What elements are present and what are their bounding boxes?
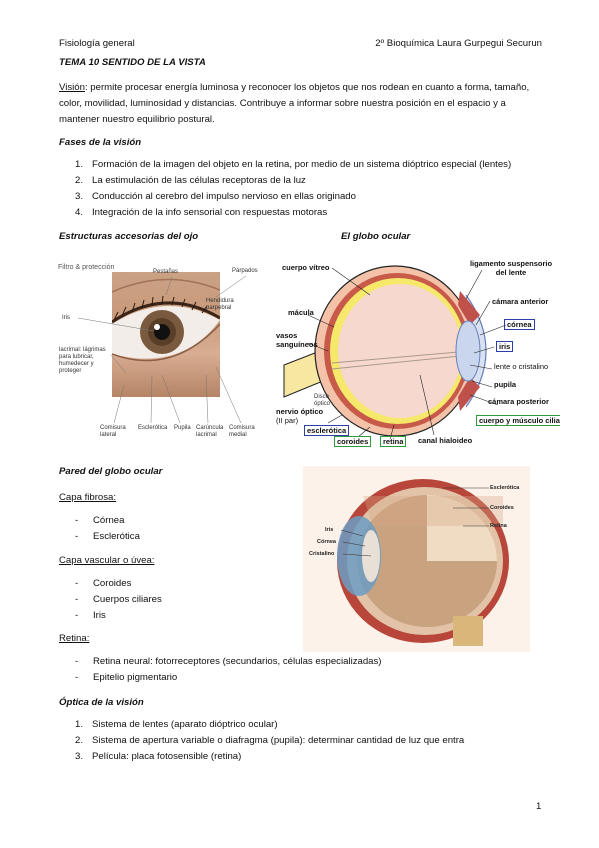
label-parpados: Párpados: [232, 268, 258, 274]
list-item: 1.Formación de la imagen del objeto en l…: [75, 159, 512, 170]
intro-text: : permite procesar energía luminosa y re…: [59, 82, 530, 125]
capa-vascular-title: Capa vascular o úvea:: [59, 555, 155, 566]
cutaway-label-iris: Iris: [325, 527, 334, 533]
label-comisura-medial: Comisura medial: [229, 425, 255, 438]
label-iris: iris: [496, 341, 514, 352]
figure-title: Filtro & protección: [58, 264, 115, 271]
list-item: Esclerótica: [59, 529, 319, 545]
list-item: 3.Conducción al cerebro del impulso nerv…: [75, 191, 356, 202]
label-pestanas: Pestañas: [153, 269, 179, 275]
capa-fibrosa-title: Capa fibrosa:: [59, 492, 117, 503]
label-esclerotica: esclerótica: [304, 425, 350, 436]
eye-photo-figure: Filtro & protección Pestañas Párpados He…: [56, 255, 270, 442]
eyeball-diagram: cuerpo vítreo ligamento suspensorio del …: [270, 255, 560, 450]
page-number: 1: [536, 801, 542, 812]
fases-list: 1.Formación de la imagen del objeto en l…: [59, 157, 559, 221]
list-item: Córnea: [59, 513, 319, 529]
cutaway-label-cornea: Córnea: [317, 539, 336, 545]
intro-paragraph: Visión: permite procesar energía luminos…: [59, 80, 549, 128]
fases-heading: Fases de la visión: [59, 137, 142, 148]
label-iris: Iris: [62, 315, 70, 321]
eyeball-illustration: [283, 265, 507, 440]
pared-heading: Pared del globo ocular: [59, 466, 163, 477]
list-item: Cuerpos ciliares: [59, 592, 319, 608]
cutaway-label-coroides: Coroides: [490, 505, 514, 511]
list-item: 2.Sistema de apertura variable o diafrag…: [75, 735, 465, 746]
list-item: Epitelio pigmentario: [59, 670, 559, 686]
retina-title: Retina:: [59, 633, 90, 644]
label-esclerotica: Esclerótica: [138, 425, 168, 431]
label-lente: lente o cristalino: [494, 362, 549, 371]
optica-list: 1.Sistema de lentes (aparato dióptrico o…: [59, 717, 559, 765]
label-coroides: coroides: [334, 436, 372, 447]
cutaway-label-retina: Retina: [490, 523, 507, 529]
label-disco: Disco óptico: [314, 394, 331, 407]
label-nervio: nervio óptico: [276, 407, 324, 416]
estructuras-heading: Estructuras accesorias del ojo: [59, 231, 199, 242]
label-par: (II par): [276, 416, 299, 425]
label-pupila: pupila: [494, 380, 517, 389]
intro-term: Visión: [59, 82, 85, 93]
label-camara-anterior: cámara anterior: [492, 297, 549, 306]
label-lacrimal: lacrimal: lágrimas para lubricar, humede…: [59, 347, 106, 374]
retina-list: Retina neural: fotorreceptores (secundar…: [59, 654, 559, 686]
capa-vascular-list: Coroides Cuerpos ciliares Iris: [59, 576, 319, 624]
capa-fibrosa-list: Córnea Esclerótica: [59, 513, 319, 545]
label-cuerpo-vitreo: cuerpo vítreo: [282, 263, 330, 272]
leader-lines: [77, 275, 247, 424]
label-retina: retina: [380, 436, 407, 447]
header-left: Fisiología general: [59, 38, 135, 49]
label-macula: mácula: [288, 308, 314, 317]
list-item: 2.La estimulación de las células recepto…: [75, 175, 306, 186]
page-title: TEMA 10 SENTIDO DE LA VISTA: [59, 57, 206, 68]
label-ligamento: ligamento suspensorio del lente: [469, 259, 553, 277]
cutaway-label-esclerotica: Esclerótica: [490, 485, 520, 491]
eye-illustration: [111, 278, 221, 362]
list-item: Iris: [59, 608, 319, 624]
label-camara-posterior: cámara posterior: [488, 397, 549, 406]
label-canal: canal hialoideo: [418, 436, 473, 445]
label-pupila: Pupila: [174, 425, 191, 431]
globo-heading: El globo ocular: [341, 231, 411, 242]
list-item: Retina neural: fotorreceptores (secundar…: [59, 654, 559, 670]
optica-heading: Óptica de la visión: [59, 697, 144, 708]
eye-cutaway-figure: Esclerótica Coroides Retina Iris Córnea …: [303, 466, 530, 652]
list-item: 4.Integración de la info sensorial con r…: [75, 207, 328, 218]
list-item: Coroides: [59, 576, 319, 592]
eye-cutaway-illustration: [337, 479, 509, 646]
cutaway-label-cristalino: Cristalino: [309, 551, 335, 557]
label-vasos: vasos sanguíneos: [276, 331, 318, 349]
label-caruncula: Carúncula lacrimal: [196, 425, 224, 438]
eye-photo: [111, 272, 221, 397]
list-item: 1.Sistema de lentes (aparato dióptrico o…: [75, 719, 278, 730]
list-item: 3.Película: placa fotosensible (retina): [75, 751, 242, 762]
header-right: 2º Bioquímica Laura Gurpegui Securun: [375, 38, 542, 49]
label-cuerpo-ciliar: cuerpo y músculo ciliar: [476, 415, 560, 426]
label-hendidura: Hendidura parpebral: [206, 298, 234, 311]
label-cornea: córnea: [504, 319, 535, 330]
label-comisura-lateral: Comisura lateral: [100, 425, 126, 438]
